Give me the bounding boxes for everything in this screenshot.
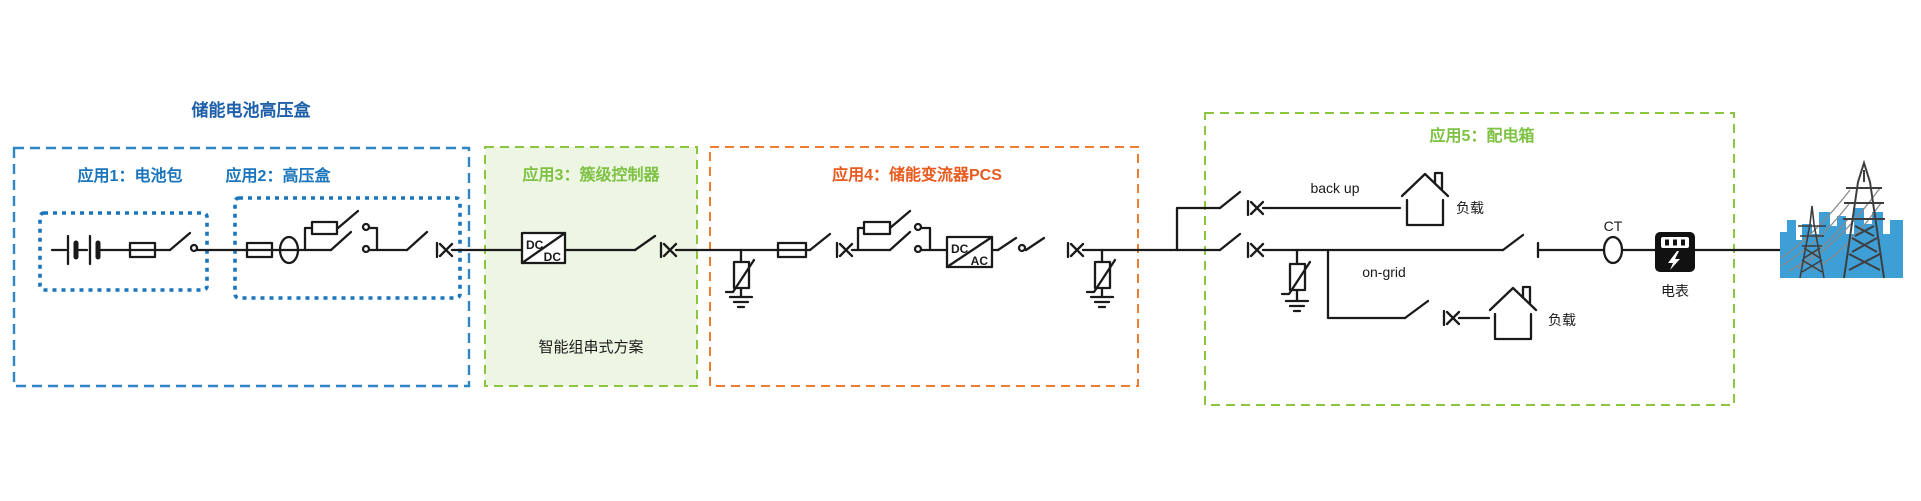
ground-icon (728, 295, 754, 309)
app1-dotted-box (38, 211, 209, 292)
precharge-resistor-icon (310, 220, 339, 236)
switch-icon (808, 232, 832, 252)
precharge-branch-wire (856, 226, 866, 252)
grid-switch-icon (1501, 233, 1525, 252)
dcac-label-top: DC (951, 242, 969, 256)
ct-sensor-icon (1602, 235, 1624, 265)
large-tower-icon (1843, 159, 1885, 279)
surge-arrester-icon (724, 248, 756, 309)
pcs-circuit (724, 209, 1179, 309)
fuse-icon (245, 241, 274, 259)
app2-title: 应用2：高压盒 (226, 166, 332, 185)
app12-outer-dashed-box (12, 146, 471, 388)
dcdc-label-bottom: DC (544, 250, 562, 264)
precharge-switch-icon (335, 209, 360, 230)
junction-wire (367, 226, 379, 252)
grid-towers-illustration (1780, 159, 1903, 279)
main-switch-icon (329, 230, 353, 252)
switch-icon (633, 234, 657, 252)
ground-icon (1284, 299, 1310, 313)
connector-icon (1066, 241, 1085, 259)
ongrid-switch-icon (1218, 232, 1242, 252)
connector-icon (1442, 309, 1461, 327)
hv-box-circuit (245, 209, 524, 265)
dcdc-label-top: DC (526, 238, 544, 252)
contact-terminal-icon (361, 222, 371, 232)
ongrid-load-house-icon (1488, 285, 1538, 341)
connector-icon (1246, 199, 1265, 217)
meter-icon (1655, 232, 1695, 272)
dcac-label-bottom: AC (971, 254, 989, 268)
dc-ac-diagonal (945, 235, 994, 269)
app3-dashed-box (484, 146, 698, 387)
app2-dotted-box (233, 196, 462, 300)
battery-pack-circuit (50, 231, 249, 266)
current-sensor-icon (278, 235, 300, 265)
dc-dc-diagonal (520, 231, 567, 265)
solution-label: 智能组串式方案 (538, 338, 643, 356)
switch-icon (1024, 236, 1046, 252)
contact-terminal-icon (1017, 243, 1027, 253)
fuse-icon (776, 241, 808, 259)
junction-wire (919, 226, 932, 252)
backup-load-label: 负载 (1456, 200, 1484, 216)
switch-icon (405, 230, 429, 252)
contact-terminal-icon (913, 244, 923, 254)
small-tower-icon (1798, 205, 1826, 279)
app3-title: 应用3：簇级控制器 (523, 165, 661, 184)
ground-icon (1089, 295, 1115, 309)
precharge-resistor-icon (862, 220, 892, 236)
load-switch-icon (1403, 299, 1430, 320)
switch-icon (168, 231, 192, 252)
app5-dashed-box (1204, 112, 1735, 406)
cluster-controller-circuit (520, 231, 743, 265)
backup-load-house-icon (1400, 171, 1450, 227)
surge-arrester-icon (1280, 248, 1312, 313)
main-switch-icon (888, 230, 912, 252)
contact-terminal-icon (913, 222, 923, 232)
backup-switch-icon (1218, 190, 1242, 210)
connector-icon (659, 241, 678, 259)
backup-label: back up (1310, 180, 1359, 196)
ongrid-label: on-grid (1362, 264, 1406, 280)
app1-title: 应用1：电池包 (78, 166, 183, 185)
load-branch-wire (1326, 248, 1407, 320)
app5-title: 应用5：配电箱 (1430, 126, 1535, 145)
connector-icon (435, 241, 454, 259)
precharge-switch-icon (888, 209, 912, 230)
ongrid-load-label: 负载 (1548, 312, 1576, 328)
app4-title: 应用4：储能变流器PCS (832, 165, 1002, 184)
contact-terminal-icon (361, 244, 371, 254)
meter-label: 电表 (1661, 283, 1689, 299)
surge-arrester-icon (1085, 248, 1117, 309)
connector-icon (1246, 241, 1265, 259)
backup-branch-wire (1175, 206, 1222, 252)
main-title: 储能电池高压盒 (192, 100, 312, 120)
ct-label: CT (1604, 218, 1623, 234)
switch-icon (996, 236, 1018, 252)
app4-dashed-box (709, 146, 1139, 387)
distribution-box-circuit (1175, 190, 1795, 327)
fuse-icon (128, 241, 157, 259)
battery-icon (66, 234, 101, 266)
contact-terminal-icon (189, 243, 199, 253)
precharge-branch-wire (303, 226, 314, 252)
connector-icon (835, 241, 854, 259)
